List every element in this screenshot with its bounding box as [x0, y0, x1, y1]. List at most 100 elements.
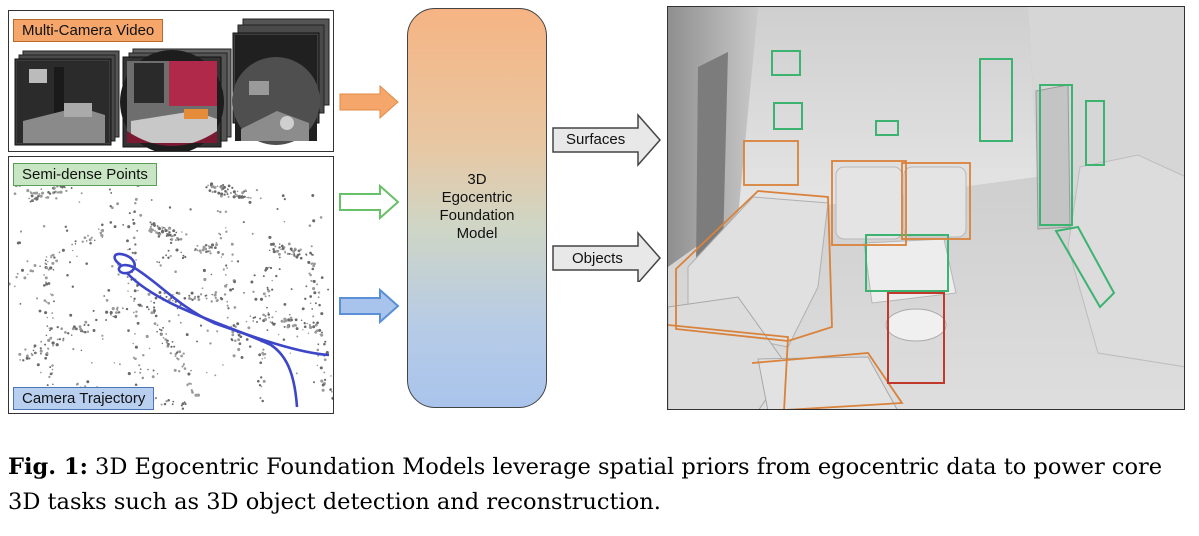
point [71, 285, 74, 288]
point [265, 266, 269, 271]
point [249, 197, 252, 199]
point [95, 318, 98, 322]
point [289, 316, 293, 320]
point [320, 312, 324, 316]
point [80, 349, 83, 352]
point [74, 243, 77, 245]
point [101, 230, 104, 233]
point [63, 186, 66, 189]
point [317, 296, 320, 298]
point [221, 252, 225, 256]
object-box [901, 162, 971, 240]
point [29, 269, 33, 273]
objects-label: Objects [572, 250, 623, 267]
point [78, 325, 82, 329]
point [56, 338, 59, 341]
point [293, 254, 296, 257]
point [275, 249, 279, 253]
point [19, 359, 21, 361]
point [173, 233, 177, 237]
point [151, 375, 155, 379]
point [227, 307, 230, 310]
point [35, 351, 38, 354]
point [310, 245, 313, 248]
point [217, 191, 221, 195]
point [209, 250, 211, 252]
point [135, 259, 137, 261]
point [250, 280, 254, 284]
point [216, 210, 219, 213]
point [126, 276, 129, 278]
point [323, 378, 327, 382]
point [169, 254, 172, 258]
point [181, 402, 185, 406]
point [93, 239, 96, 242]
point [165, 333, 167, 335]
point [262, 275, 265, 278]
point [174, 270, 177, 273]
point [213, 190, 217, 193]
point [82, 330, 85, 333]
point [303, 325, 307, 329]
point [127, 225, 131, 229]
point [155, 231, 158, 234]
point [208, 247, 211, 250]
point [174, 239, 177, 242]
video-frames [14, 18, 330, 151]
point [259, 317, 262, 320]
point [216, 185, 219, 188]
point [329, 388, 332, 391]
point [188, 382, 191, 385]
point [286, 252, 290, 255]
point [55, 197, 58, 200]
point [28, 197, 30, 200]
object-box [751, 352, 904, 409]
point [267, 313, 271, 316]
point [283, 320, 286, 323]
point [170, 238, 174, 241]
point [37, 194, 40, 198]
point [204, 247, 207, 250]
point [134, 314, 138, 318]
point [223, 293, 227, 296]
point [283, 198, 286, 201]
point [160, 333, 163, 336]
point [47, 338, 51, 342]
point [256, 321, 258, 323]
point [287, 318, 291, 322]
point [176, 307, 179, 310]
point [252, 316, 255, 319]
point [147, 292, 151, 296]
point [165, 295, 168, 298]
point [184, 402, 187, 406]
point [299, 248, 302, 251]
objects-arrow [552, 231, 661, 282]
point [287, 242, 291, 246]
point [289, 313, 291, 316]
point [220, 184, 223, 187]
point [295, 327, 299, 331]
point [102, 338, 104, 340]
point [317, 343, 320, 346]
point [213, 293, 217, 297]
point [176, 357, 179, 360]
point [310, 279, 313, 282]
point [111, 307, 115, 311]
point [111, 264, 114, 268]
point [219, 233, 222, 236]
point [50, 327, 53, 330]
point [284, 319, 288, 323]
point [313, 291, 317, 295]
point [19, 303, 22, 305]
point [85, 262, 88, 265]
point [133, 252, 136, 255]
point [293, 250, 296, 253]
point [227, 195, 230, 198]
point [65, 229, 69, 232]
point [314, 330, 318, 334]
point [46, 384, 49, 387]
point [196, 249, 199, 252]
model-line-3: Foundation [439, 207, 515, 224]
point [134, 333, 136, 335]
point [43, 299, 47, 302]
